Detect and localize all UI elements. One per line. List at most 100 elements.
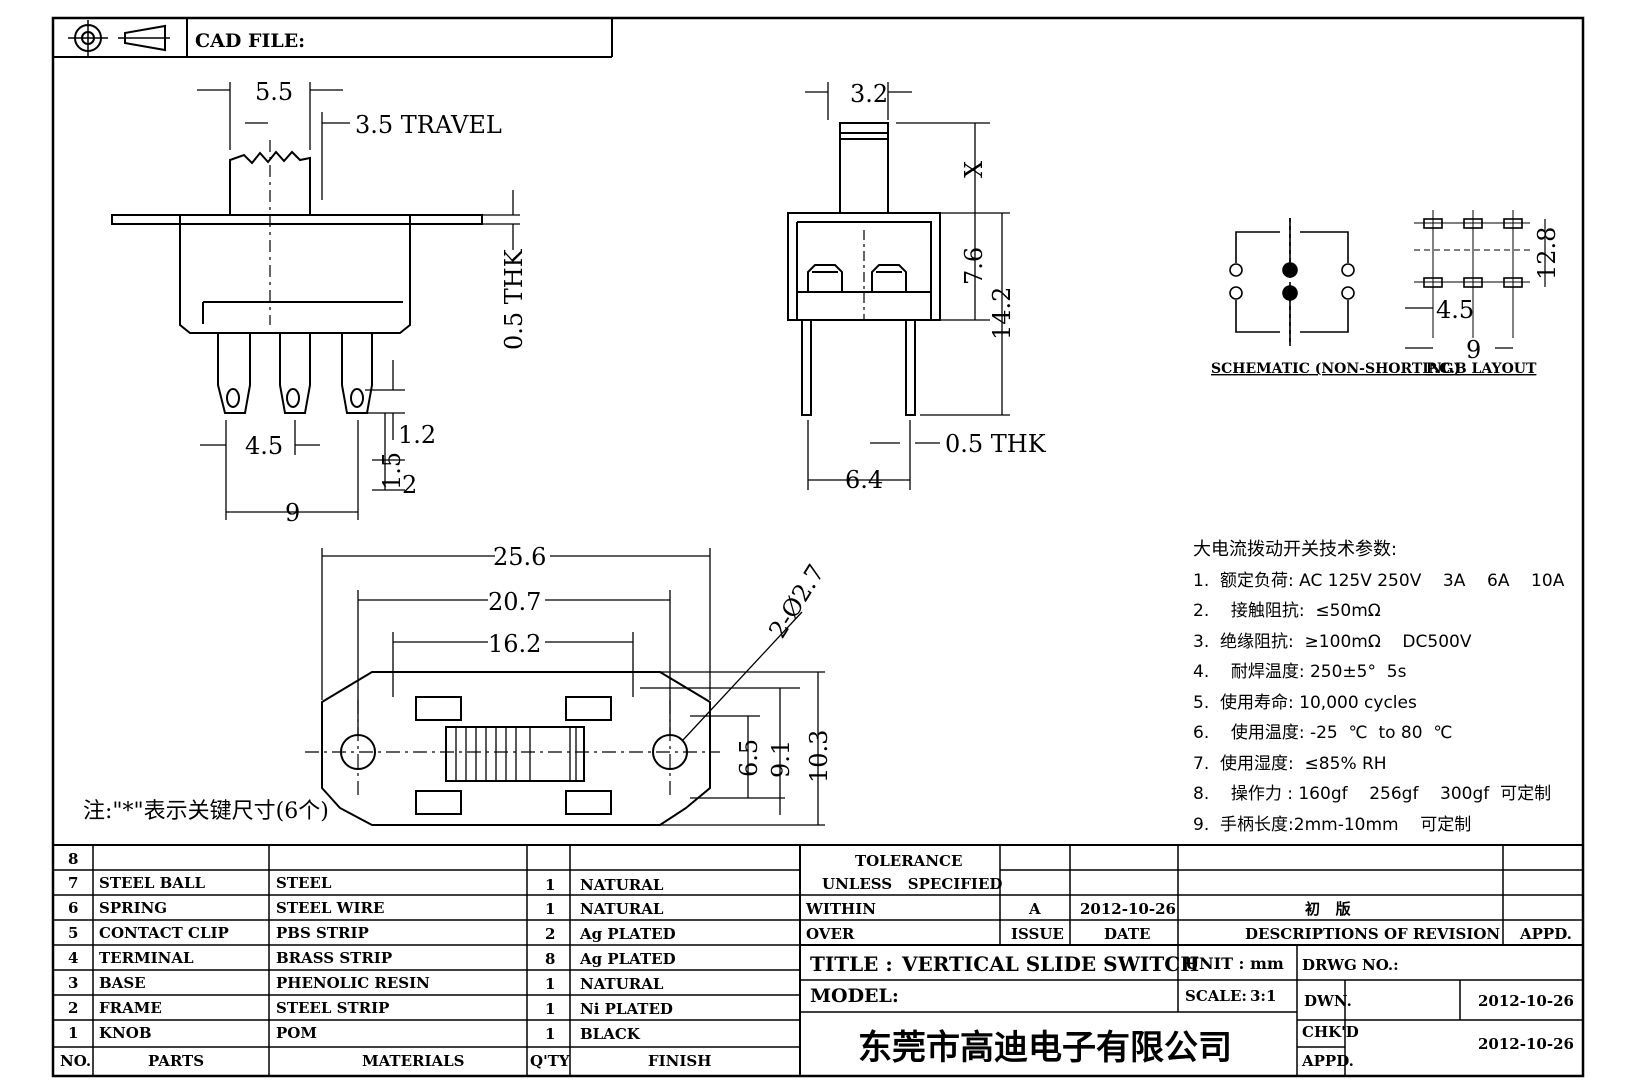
spec-item: 1. 额定负荷: AC 125V 250V 3A 6A 10A [1193, 570, 1565, 591]
bom-header-finish: FINISH [648, 1052, 712, 1070]
bom-header-qty: Q'TY [530, 1052, 570, 1070]
bom-row-part: BASE [99, 974, 146, 992]
checked-date: 2012-10-26 [1478, 1035, 1574, 1053]
bom-row-no: 1 [68, 1024, 79, 1042]
spec-item: 9. 手柄长度:2mm-10mm 可定制 [1193, 814, 1472, 835]
bom-row-finish: Ni PLATED [580, 1000, 673, 1018]
front-pin-span-label: 6.4 [845, 466, 883, 494]
front-height-total-label: 14.2 [988, 287, 1016, 340]
pcb-row-gap-label: 12.8 [1533, 227, 1561, 280]
side-top-width-label: 5.5 [255, 78, 293, 106]
bom-row-qty: 2 [545, 925, 556, 943]
pcb-span-label: 9 [1466, 336, 1481, 364]
side-thickness-label: 0.5 THK [500, 248, 528, 350]
bom-row-finish: NATURAL [580, 975, 664, 993]
side-pin-a-label: 1.5 [378, 452, 406, 490]
bom-row-part: SPRING [99, 899, 168, 917]
scale-value: 3:1 [1250, 987, 1277, 1005]
date-label: DATE [1104, 925, 1151, 943]
bom-header-no: NO. [60, 1052, 92, 1070]
plan-total-label: 25.6 [493, 543, 546, 571]
sheet-border [51, 16, 1585, 1078]
bom-header-materials: MATERIALS [362, 1052, 465, 1070]
drawing-number-label: DRWG NO.: [1302, 956, 1399, 974]
spec-item: 5. 使用寿命: 10,000 cycles [1193, 692, 1417, 713]
bom-row-qty: 1 [545, 900, 556, 918]
bom-row-material: STEEL STRIP [276, 999, 390, 1017]
spec-item: 6. 使用温度: -25 ℃ to 80 ℃ [1193, 723, 1453, 743]
plan-h2-label: 9.1 [767, 740, 795, 778]
pcb-pitch-label: 4.5 [1436, 296, 1474, 324]
unit-value: mm [1250, 954, 1284, 973]
side-pin-pitch-label: 4.5 [245, 432, 283, 460]
title-label: TITLE : [810, 952, 893, 976]
front-lever-label: X [960, 161, 988, 178]
bom-row-finish: BLACK [580, 1025, 640, 1043]
bom-row-material: STEEL WIRE [276, 899, 385, 917]
bom-row-no: 4 [68, 949, 79, 967]
schematic-label: SCHEMATIC (NON-SHORTING) [1211, 361, 1460, 377]
plan-body-label: 16.2 [488, 630, 541, 658]
projection-symbol-icon [68, 20, 170, 56]
bom-row-material: BRASS STRIP [276, 949, 393, 967]
unless-specified-label: UNLESS SPECIFIED [822, 875, 1003, 893]
bom-table-grid [53, 844, 1583, 1076]
spec-item: 4. 耐焊温度: 250±5° 5s [1193, 662, 1407, 682]
bom-row-part: CONTACT CLIP [99, 924, 229, 942]
bom-row-part: KNOB [99, 1024, 152, 1042]
tolerance-label: TOLERANCE [855, 852, 963, 870]
model-label: MODEL: [810, 985, 899, 1007]
bom-row-no: 5 [68, 924, 79, 942]
checked-label: CHK'D [1302, 1023, 1359, 1041]
bom-header-parts: PARTS [148, 1052, 205, 1070]
bom-row-8-no: 8 [68, 850, 79, 868]
specs-title: 大电流拨动开关技术参数: [1193, 539, 1398, 560]
plan-view [305, 548, 825, 826]
bom-row-qty: 1 [545, 1000, 556, 1018]
bom-row-finish: NATURAL [580, 876, 664, 894]
side-travel-label: 3.5 TRAVEL [355, 111, 502, 139]
bom-row-finish: Ag PLATED [580, 950, 676, 968]
side-pin-span-label: 9 [285, 499, 300, 527]
side-hole-label: 1.2 [398, 421, 436, 449]
bom-row-material: POM [276, 1024, 317, 1042]
spec-item: 7. 使用湿度: ≤85% RH [1193, 753, 1387, 774]
key-dimension-note: 注:"*"表示关键尺寸(6个) [83, 799, 329, 824]
within-label: WITHIN [806, 900, 876, 918]
header-block: CAD FILE: [53, 18, 613, 58]
bom-row-qty: 8 [545, 950, 556, 968]
drawn-label: DWN. [1304, 992, 1352, 1010]
schematic-diagram [1229, 218, 1355, 346]
side-view [111, 82, 520, 520]
over-label: OVER [806, 925, 855, 943]
bom-row-qty: 1 [545, 1025, 556, 1043]
front-top-width-label: 3.2 [850, 80, 888, 108]
pcb-layout-label: P.C.B LAYOUT [1426, 361, 1537, 377]
front-view [787, 82, 1010, 490]
revision-issue: A [1029, 900, 1041, 918]
drawn-date: 2012-10-26 [1478, 992, 1574, 1010]
front-pin-thk-label: 0.5 THK [945, 430, 1047, 458]
approved-by-label: APPD. [1302, 1052, 1354, 1070]
cad-file-label: CAD FILE: [195, 30, 305, 52]
title-value: VERTICAL SLIDE SWITCH [902, 952, 1200, 976]
revision-date: 2012-10-26 [1080, 900, 1176, 918]
bom-row-material: PHENOLIC RESIN [276, 974, 430, 992]
plan-h3-label: 10.3 [805, 730, 833, 783]
plan-h1-label: 6.5 [735, 739, 763, 777]
side-pin-b-label: 2 [402, 471, 417, 499]
issue-label: ISSUE [1011, 925, 1064, 943]
approved-label: APPD. [1520, 925, 1572, 943]
front-height-inner-label: 7.6 [960, 247, 988, 285]
bom-row-material: PBS STRIP [276, 924, 369, 942]
revision-description: 初 版 [1305, 900, 1351, 918]
spec-item: 8. 操作力 : 160gf 256gf 300gf 可定制 [1193, 784, 1552, 804]
bom-row-no: 7 [68, 874, 79, 892]
plan-holes-span-label: 20.7 [488, 588, 541, 616]
bom-row-finish: Ag PLATED [580, 925, 676, 943]
descriptions-of-revision-label: DESCRIPTIONS OF REVISION [1245, 925, 1501, 943]
unit-label: UNIT : [1185, 954, 1245, 973]
